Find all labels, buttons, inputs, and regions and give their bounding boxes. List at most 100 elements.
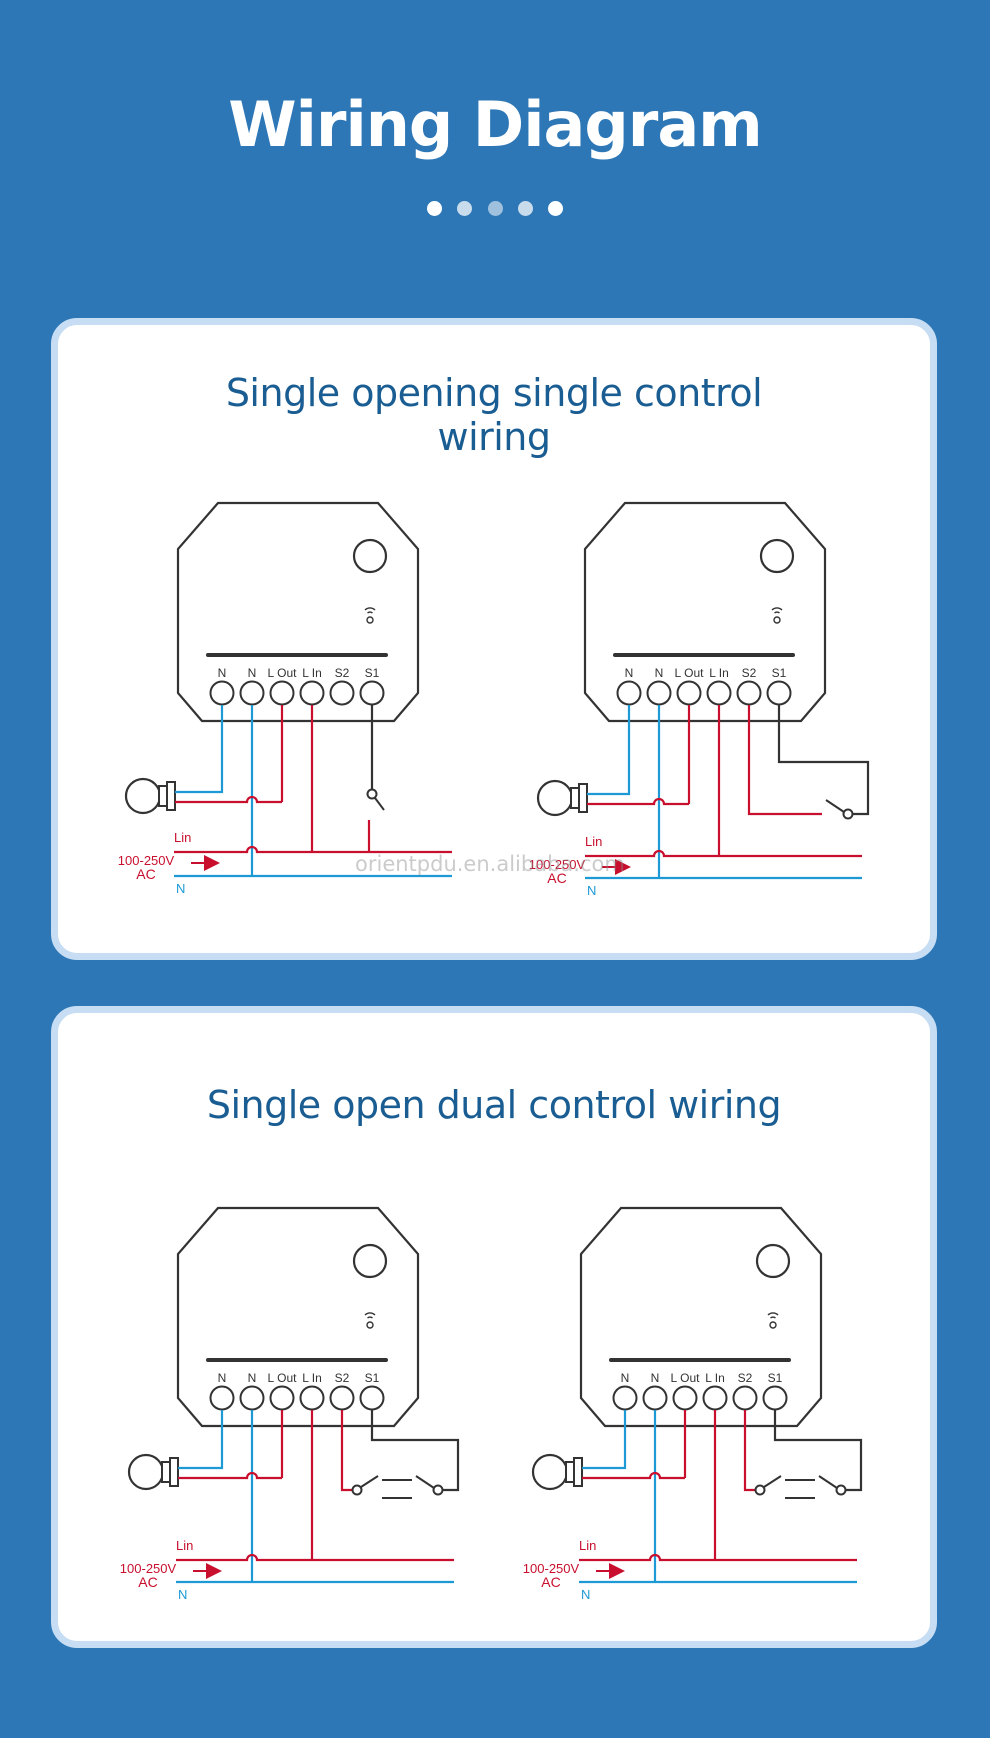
terminal-screw <box>329 680 355 706</box>
switch-one-lever <box>360 1475 379 1488</box>
neutral-to-bulb <box>587 705 631 796</box>
terminal-label: N <box>248 666 257 680</box>
terminal-screw <box>209 680 235 706</box>
neutral-to-bulb <box>582 1410 627 1470</box>
terminal-screw <box>736 680 762 706</box>
pagination-dot[interactable] <box>457 201 473 216</box>
bulb-base <box>570 787 580 809</box>
terminal-strip-bar <box>609 1358 791 1362</box>
switch-wire <box>777 705 870 816</box>
terminal-screw <box>299 1385 325 1411</box>
terminal-label: S2 <box>738 1371 753 1385</box>
pagination-dots <box>0 201 990 220</box>
terminal-screw <box>672 1385 698 1411</box>
wifi-icon-dot <box>366 616 374 624</box>
terminal-screw <box>359 680 385 706</box>
terminal-screw <box>329 1385 355 1411</box>
light-bulb-icon <box>531 1453 569 1491</box>
light-bulb-icon <box>536 779 574 817</box>
live-wire <box>585 849 862 858</box>
live-wire <box>579 1553 857 1562</box>
neutral-line-label: N <box>587 883 596 898</box>
ac-label: AC <box>138 1574 157 1590</box>
ac-label: AC <box>541 1574 560 1590</box>
neutral-line-label: N <box>178 1587 187 1602</box>
lout-to-bulb <box>587 797 689 806</box>
switch-one-contact <box>351 1484 363 1496</box>
switch-two-contact <box>835 1484 847 1496</box>
terminal-strip-bar <box>206 653 388 657</box>
terminal-label: L In <box>705 1371 725 1385</box>
terminal-label: N <box>621 1371 630 1385</box>
wifi-icon <box>771 607 783 611</box>
neutral-line-label: N <box>581 1587 590 1602</box>
terminal-label: L In <box>302 666 322 680</box>
terminal-screw <box>612 1385 638 1411</box>
terminal-screw <box>209 1385 235 1411</box>
wifi-icon <box>767 1312 779 1316</box>
status-button-icon <box>759 538 795 574</box>
bulb-socket <box>573 1457 583 1487</box>
terminal-screw <box>239 1385 265 1411</box>
switch-live-wire <box>743 1410 755 1492</box>
terminal-screw <box>762 1385 788 1411</box>
pagination-dot[interactable] <box>547 201 563 216</box>
terminal-label: L Out <box>671 1371 701 1385</box>
switch-lever <box>825 799 845 813</box>
ac-label: AC <box>136 866 155 882</box>
switch-contact <box>842 808 854 820</box>
voltage-label: 100-250V <box>120 1561 177 1576</box>
terminal-screw <box>732 1385 758 1411</box>
switch-live-wire <box>340 1410 352 1492</box>
bulb-base <box>565 1461 575 1483</box>
terminal-screw <box>299 680 325 706</box>
page-title: Wiring Diagram <box>228 88 763 161</box>
switch-one-lever <box>763 1475 782 1488</box>
terminal-screw <box>646 680 672 706</box>
wifi-icon-dot <box>366 1321 374 1329</box>
voltage-label: 100-250V <box>118 853 175 868</box>
wifi-icon-arc <box>367 1316 373 1319</box>
pagination-dot[interactable] <box>517 201 533 216</box>
voltage-label: 100-250V <box>529 857 586 872</box>
terminal-strip-bar <box>613 653 795 657</box>
wifi-icon-dot <box>769 1321 777 1329</box>
switch-lever <box>374 797 385 811</box>
switch-two-lever <box>415 1475 435 1489</box>
wifi-icon-arc <box>770 1316 776 1319</box>
section-title: Single opening single control wiring <box>58 371 930 459</box>
bulb-socket <box>578 783 588 813</box>
terminal-label: S2 <box>742 666 757 680</box>
terminal-label: L In <box>709 666 729 680</box>
ac-label: AC <box>547 870 566 886</box>
terminal-label: S2 <box>335 666 350 680</box>
section-title-line: Single opening single control <box>225 371 763 415</box>
terminal-label: N <box>655 666 664 680</box>
bulb-base <box>161 1461 171 1483</box>
lout-to-bulb <box>175 795 282 804</box>
switch-live-wire <box>747 705 822 816</box>
switch-two-lever <box>818 1475 838 1489</box>
traveller-wire <box>773 1410 863 1492</box>
bulb-socket <box>169 1457 179 1487</box>
terminal-label: L Out <box>268 666 298 680</box>
switch-two-contact <box>432 1484 444 1496</box>
terminal-label: S1 <box>768 1371 783 1385</box>
pagination-dot[interactable] <box>427 201 443 216</box>
terminal-label: N <box>248 1371 257 1385</box>
wifi-icon-arc <box>367 611 373 614</box>
terminal-screw <box>702 1385 728 1411</box>
pagination-dot[interactable] <box>487 201 503 216</box>
terminal-label: L In <box>302 1371 322 1385</box>
light-bulb-icon <box>124 777 162 815</box>
terminal-label: L Out <box>675 666 705 680</box>
terminal-screw <box>642 1385 668 1411</box>
live-line-label: Lin <box>174 830 191 845</box>
lout-to-bulb <box>582 1471 685 1480</box>
terminal-screw <box>706 680 732 706</box>
live-wire <box>174 845 452 854</box>
terminal-label: S2 <box>335 1371 350 1385</box>
neutral-to-bulb <box>175 705 224 794</box>
terminal-screw <box>269 1385 295 1411</box>
